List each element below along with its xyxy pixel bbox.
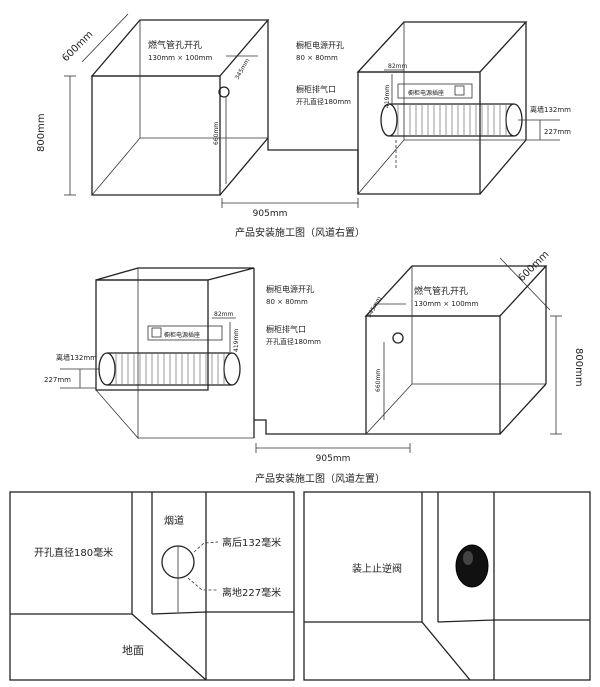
top-socket-label: 橱柜电源插座 xyxy=(408,89,444,97)
middle-gas-hole-size: 130mm × 100mm xyxy=(414,300,478,308)
bottom-left-panel: 开孔直径180毫米 烟道 离后132毫米 离地227毫米 地面 xyxy=(9,491,295,681)
middle-socket-label: 橱柜电源插座 xyxy=(164,331,200,339)
middle-power-hole-size: 80 × 80mm xyxy=(266,298,308,306)
middle-wall-gap: 离墙132mm xyxy=(56,353,97,362)
middle-right-cabinet: 800mm 600mm 燃气管孔开孔 130mm × 100mm 345mm 6… xyxy=(364,249,584,435)
middle-dim-419: 419mm xyxy=(233,329,240,352)
top-power-hole-title: 橱柜电源开孔 xyxy=(296,40,344,50)
top-left-cabinet: 800mm 600mm 燃气管孔开孔 130mm × 100mm 345mm 6… xyxy=(36,13,270,196)
middle-floor-gap: 227mm xyxy=(44,376,71,384)
top-left-height-label: 800mm xyxy=(36,113,47,152)
top-wall-gap: 离墙132mm xyxy=(530,105,571,114)
label-hole-diameter: 开孔直径180毫米 xyxy=(34,546,113,559)
middle-exhaust-size: 开孔直径180mm xyxy=(266,337,321,346)
middle-dim-82: 82mm xyxy=(214,311,233,318)
top-floor-gap: 227mm xyxy=(544,128,571,136)
top-dim-345: 345mm xyxy=(234,57,252,81)
top-gas-hole-title: 燃气管孔开孔 xyxy=(148,39,202,51)
top-power-hole-size: 80 × 80mm xyxy=(296,54,338,62)
bottom-right-panel: 装上止逆阀 xyxy=(303,491,591,681)
top-right-cabinet: 橱柜电源开孔 80 × 80mm 橱柜排气口 开孔直径180mm 82mm 41… xyxy=(296,21,571,195)
check-valve-icon xyxy=(455,544,489,588)
middle-left-cabinet: 橱柜电源开孔 80 × 80mm 橱柜排气口 开孔直径180mm 82mm 41… xyxy=(44,267,321,440)
middle-floor-and-width: 905mm xyxy=(254,419,411,464)
middle-right-height-label: 800mm xyxy=(573,348,584,387)
middle-diagram: 橱柜电源开孔 80 × 80mm 橱柜排气口 开孔直径180mm 82mm 41… xyxy=(44,249,584,485)
middle-gas-hole-title: 燃气管孔开孔 xyxy=(414,285,468,297)
top-exhaust-size: 开孔直径180mm xyxy=(296,97,351,106)
label-check-valve: 装上止逆阀 xyxy=(352,562,402,575)
middle-width-label: 905mm xyxy=(316,454,351,464)
middle-dim-660: 660mm xyxy=(375,369,382,392)
top-exhaust-title: 橱柜排气口 xyxy=(296,84,336,94)
top-left-depth-label: 600mm xyxy=(60,29,95,64)
top-floor-and-width: 905mm xyxy=(221,138,359,219)
top-caption: 产品安装施工图（风道右置） xyxy=(235,226,365,239)
top-diagram: 800mm 600mm 燃气管孔开孔 130mm × 100mm 345mm 6… xyxy=(36,13,571,239)
label-floor-gap: 离地227毫米 xyxy=(222,586,281,599)
top-dim-660: 660mm xyxy=(213,122,220,145)
label-floor: 地面 xyxy=(122,644,144,657)
label-flue: 烟道 xyxy=(164,514,184,527)
top-gas-hole-size: 130mm × 100mm xyxy=(148,54,212,62)
middle-power-hole-title: 橱柜电源开孔 xyxy=(266,284,314,294)
top-dim-82: 82mm xyxy=(388,63,407,70)
middle-exhaust-title: 橱柜排气口 xyxy=(266,324,306,334)
label-back-gap: 离后132毫米 xyxy=(222,536,281,549)
top-width-label: 905mm xyxy=(253,209,288,219)
middle-caption: 产品安装施工图（风道左置） xyxy=(255,472,385,485)
top-dim-419: 419mm xyxy=(384,85,391,108)
